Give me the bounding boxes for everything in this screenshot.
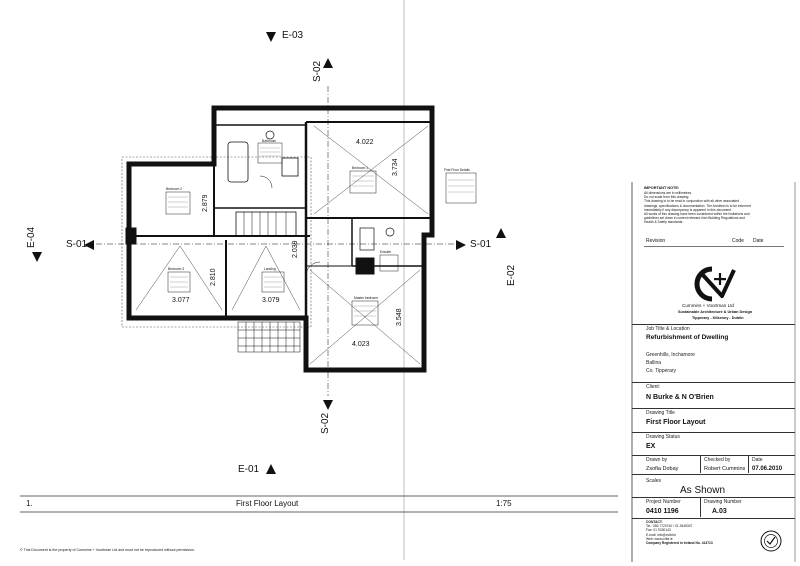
dim-3077: 3.077 bbox=[172, 297, 190, 304]
checked-by-label: Checked by bbox=[704, 457, 731, 463]
note-line: All dimensions are in millimetres. bbox=[644, 191, 693, 195]
drawing-status-label: Drawing Status bbox=[646, 434, 680, 440]
company-registration: Company Registered in Ireland No. 413713 bbox=[646, 541, 713, 546]
company-logo-icon bbox=[694, 266, 736, 302]
note-line: immediately if any discrepancy is appare… bbox=[644, 207, 732, 212]
company-tagline: Sustainable Architecture & Urban Design bbox=[678, 310, 753, 314]
contact-label: CONTACT: bbox=[646, 520, 663, 524]
section-arrow-s02-bottom bbox=[323, 400, 333, 410]
job-label: Job Title & Location bbox=[646, 326, 690, 332]
certification-seal-icon bbox=[760, 530, 782, 552]
mark-e03: E-03 bbox=[282, 30, 304, 41]
job-title: Refurbishment of Dwelling bbox=[646, 334, 729, 341]
revision-date-label: Date bbox=[753, 238, 764, 244]
dim-4023: 4.023 bbox=[352, 341, 370, 348]
contact-email: E-mail: info@cvltd.ie bbox=[646, 532, 677, 537]
drawing-date: 07.06.2010 bbox=[752, 466, 783, 472]
note-line: Do not scale from this drawing. bbox=[644, 195, 690, 200]
room-ensuite: Ensuite bbox=[380, 250, 391, 254]
client-label: Client: bbox=[646, 384, 661, 390]
note-line: All works of this drawing have been cons… bbox=[644, 212, 750, 217]
checked-by: Robert Cummins bbox=[704, 466, 746, 472]
job-address-3: Co. Tipperary bbox=[646, 368, 677, 374]
drawn-by-label: Drawn by bbox=[646, 457, 668, 463]
job-address-1: Greenhills, Inchamore bbox=[646, 352, 695, 358]
revision-code-label: Code bbox=[732, 238, 744, 244]
note-line: This drawing is to be read in conjunctio… bbox=[644, 199, 739, 204]
project-number-label: Project Number bbox=[646, 499, 681, 505]
contact-tel: Tel.: 056 7720740 / 01 2845307 bbox=[646, 524, 693, 529]
room-bedroom2: Bedroom 2 bbox=[166, 187, 183, 191]
drawing-status: EX bbox=[646, 443, 656, 450]
room-bedroom3: Bedroom 3 bbox=[168, 267, 185, 271]
room-bathroom: Bathroom bbox=[262, 139, 277, 143]
notes-lines: All dimensions are in millimetres. Do no… bbox=[644, 191, 794, 225]
drawing-title: First Floor Layout bbox=[646, 419, 706, 426]
scales-value: As Shown bbox=[680, 485, 726, 496]
revision-label: Revision bbox=[646, 238, 666, 244]
date-label: Date bbox=[752, 457, 763, 463]
drawing-number-label: Drawing Number bbox=[704, 499, 742, 505]
copyright: © This Document is the property of Cummi… bbox=[20, 548, 195, 552]
section-arrow-e04 bbox=[32, 252, 42, 262]
footer-title: First Floor Layout bbox=[236, 499, 299, 508]
contact-block: CONTACT: Tel.: 056 7720740 / 01 2845307 … bbox=[646, 520, 756, 545]
contact-web: Web: www.cvltd.ie bbox=[646, 536, 673, 541]
company-locations: Tipperary - Kilkenny - Dublin bbox=[692, 316, 744, 320]
mark-s01-left: S-01 bbox=[66, 239, 88, 250]
dim-3079: 3.079 bbox=[262, 297, 280, 304]
note-line: Health & Safety standards. bbox=[644, 220, 684, 225]
job-address-2: Ballina bbox=[646, 360, 662, 366]
section-arrow-s02-top bbox=[323, 58, 333, 68]
section-arrow-s01-left bbox=[84, 240, 94, 250]
company-name: Cummins + Voortman Ltd bbox=[682, 303, 734, 308]
section-arrow-e03 bbox=[266, 32, 276, 42]
scales-label: Scales bbox=[646, 478, 662, 484]
notes-heading: IMPORTANT NOTE: bbox=[644, 186, 680, 190]
room-landing: Landing bbox=[264, 267, 276, 271]
section-arrow-s01-right bbox=[456, 240, 466, 250]
client-value: N Burke & N O'Brien bbox=[646, 394, 714, 401]
section-arrow-e02 bbox=[496, 228, 506, 238]
footer-scale: 1:75 bbox=[496, 499, 512, 508]
footer-index: 1. bbox=[26, 499, 33, 508]
mark-e01: E-01 bbox=[238, 464, 260, 475]
dim-4022: 4.022 bbox=[356, 139, 374, 146]
room-master: Master bedroom bbox=[354, 296, 379, 300]
section-arrow-e01 bbox=[266, 464, 276, 474]
project-number: 0410 1196 bbox=[646, 508, 679, 515]
drawing-number: A.03 bbox=[712, 508, 727, 515]
drawing-title-label: Drawing Title bbox=[646, 410, 675, 416]
contact-fax: Fax: 01 9330143 bbox=[646, 528, 671, 533]
note-line: guidelines set down in current relevant … bbox=[644, 216, 745, 221]
note-line: drawings, specifications & documentation… bbox=[644, 203, 751, 208]
floor-details-label: First Floor Details bbox=[444, 168, 470, 172]
mark-s01-right: S-01 bbox=[470, 239, 492, 250]
drawn-by: Zsofia Dobay bbox=[646, 466, 679, 472]
room-bedroom1: Bedroom 1 bbox=[352, 166, 369, 170]
